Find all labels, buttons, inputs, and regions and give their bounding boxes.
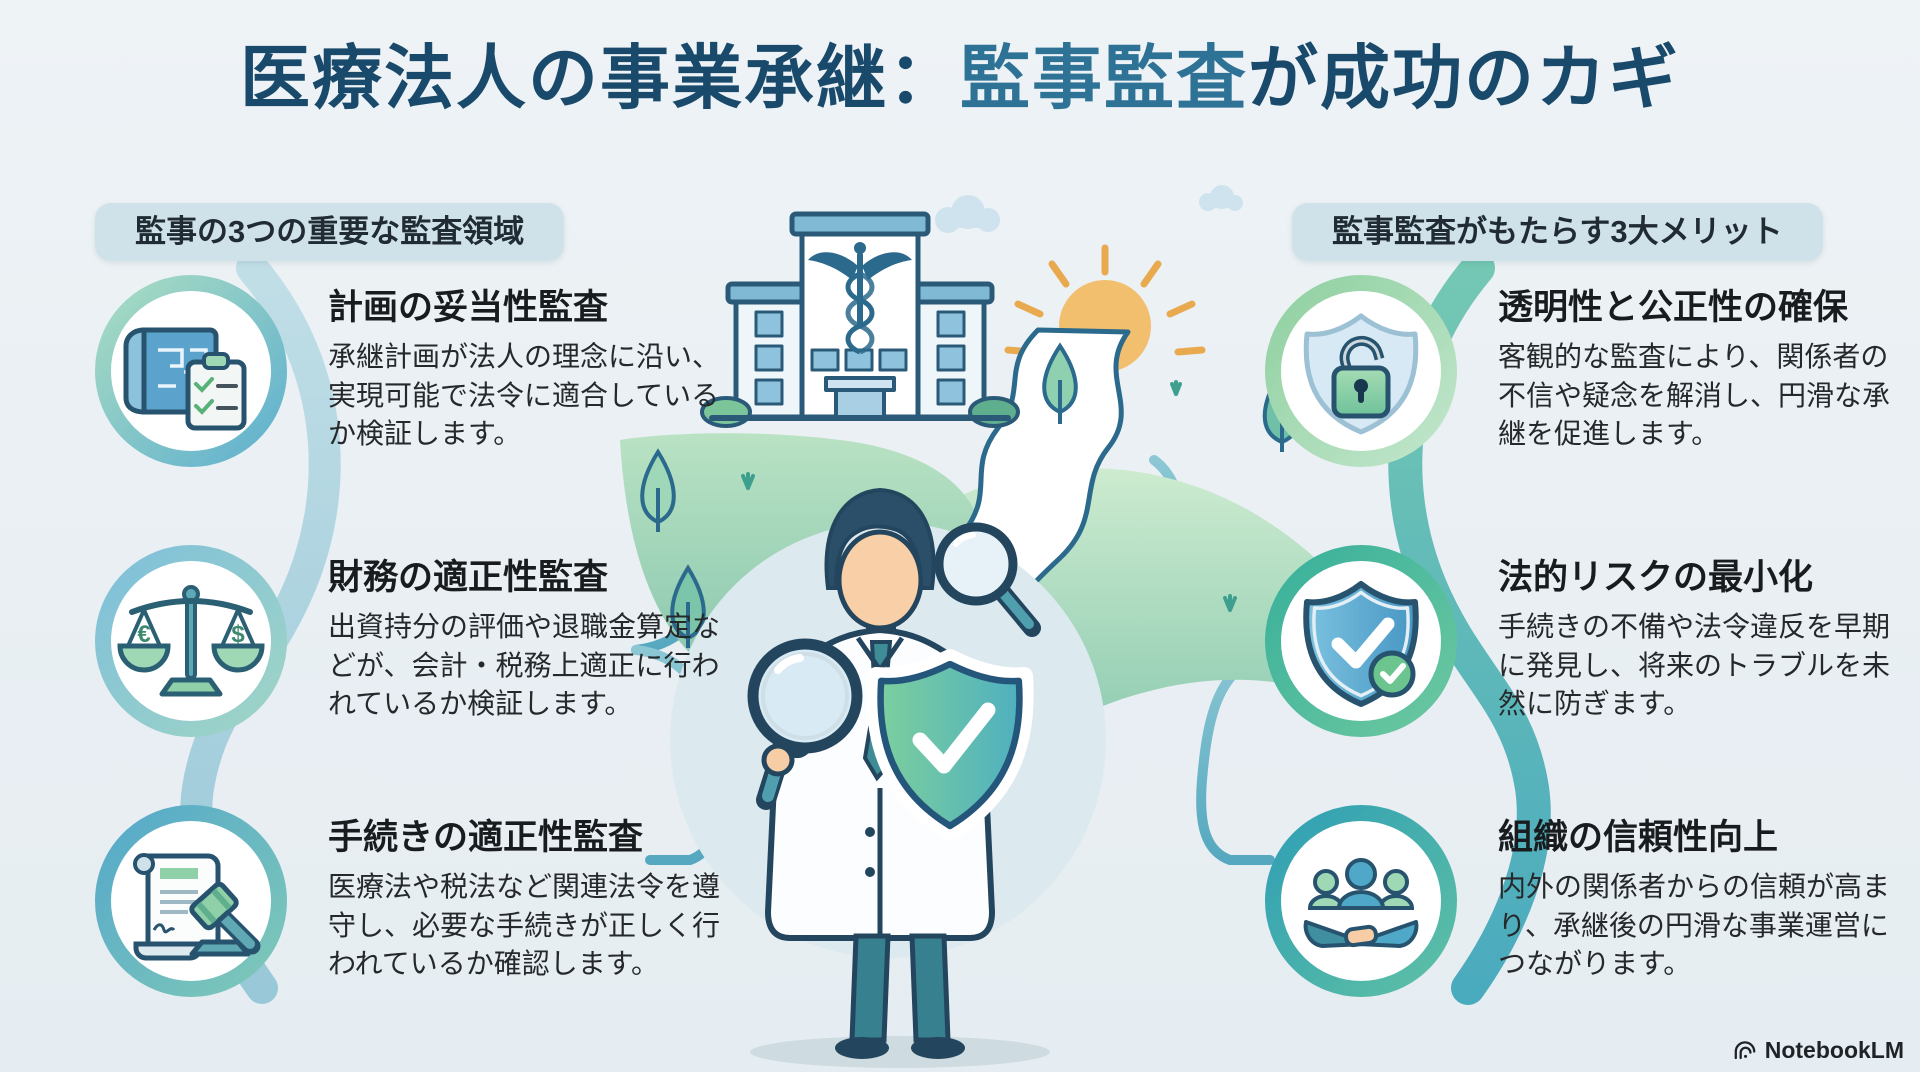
title-part-primary: 医療法人の事業承継：	[240, 39, 960, 117]
left-item-2-text: 財務の適正性監査 出資持分の評価や退職金算定などが、会計・税務上適正に行われてい…	[328, 558, 733, 724]
item-body: 内外の関係者からの信頼が高まり、承継後の円滑な事業運営につながります。	[1498, 871, 1891, 980]
magnifying-glass-icon	[747, 638, 863, 754]
hair	[824, 487, 936, 590]
notebooklm-logo-icon	[1734, 1040, 1756, 1059]
item-body: 手続きの不備や法令違反を早期に発見し、将来のトラブルを未然に防ぎます。	[1498, 611, 1891, 720]
item-body: 医療法や税法など関連法令を遵守し、必要な手続きが正しく行われているか確認します。	[328, 871, 721, 980]
right-item-3-text: 組織の信頼性向上 内外の関係者からの信頼が高まり、承継後の円滑な事業運営につなが…	[1498, 818, 1908, 984]
title-part-accent: 監事監査	[960, 39, 1248, 117]
item-body: 出資持分の評価や退職金算定などが、会計・税務上適正に行われているか検証します。	[328, 611, 721, 720]
right-item-legal-risk: 法的リスクの最小化 手続きの不備や法令違反を早期に発見し、将来のトラブルを未然に…	[1262, 542, 1908, 740]
item-title: 計画の妥当性監査	[328, 287, 609, 327]
currency-euro: €	[137, 621, 150, 648]
left-item-plan-audit: 計画の妥当性監査 承継計画が法人の理念に沿い、実現可能で法令に適合しているか検証…	[92, 272, 733, 470]
auditor-figure	[670, 487, 1106, 1068]
left-section-header: 監事の3つの重要な監査領域	[95, 203, 565, 261]
scroll-gavel-icon	[95, 805, 287, 997]
right-section-header: 監事監査がもたらす3大メリット	[1292, 203, 1823, 261]
item-body: 承継計画が法人の理念に沿い、実現可能で法令に適合しているか検証します。	[328, 341, 721, 450]
cloud-icon	[935, 185, 1243, 233]
item-title: 手続きの適正性監査	[328, 817, 644, 857]
item-title: 透明性と公正性の確保	[1498, 287, 1849, 327]
left-item-3-text: 手続きの適正性監査 医療法や税法など関連法令を遵守し、必要な手続きが正しく行われ…	[328, 818, 733, 984]
item-body: 客観的な監査により、関係者の不信や疑念を解消し、円滑な承継を促進します。	[1498, 341, 1891, 450]
title-part-suffix: が成功のカギ	[1248, 39, 1680, 117]
currency-dollar: $	[231, 621, 245, 648]
left-item-procedure-audit: 手続きの適正性監査 医療法や税法など関連法令を遵守し、必要な手続きが正しく行われ…	[92, 802, 733, 1000]
caduceus-icon	[808, 242, 912, 355]
left-item-1-text: 計画の妥当性監査 承継計画が法人の理念に沿い、実現可能で法令に適合しているか検証…	[328, 288, 733, 454]
item-title: 財務の適正性監査	[328, 557, 609, 597]
blueprint-checklist-icon	[95, 275, 287, 467]
left-item-finance-audit: € $ 財務の適正性監査 出資持分の評価や退職金算定などが、会計・税務上適正に行…	[92, 542, 733, 740]
balance-scales-icon: € $	[95, 545, 287, 737]
right-item-1-text: 透明性と公正性の確保 客観的な監査により、関係者の不信や疑念を解消し、円滑な承継…	[1498, 288, 1908, 454]
shield-check-badge-icon	[1265, 545, 1457, 737]
grass-tufts	[741, 380, 1237, 612]
brand-name: NotebookLM	[1764, 1037, 1904, 1063]
right-item-2-text: 法的リスクの最小化 手続きの不備や法令違反を早期に発見し、将来のトラブルを未然に…	[1498, 558, 1908, 724]
shield-unlock-icon	[1265, 275, 1457, 467]
page-title: 医療法人の事業承継：監事監査が成功のカギ	[0, 40, 1920, 117]
small-magnifying-glass-icon	[934, 522, 1041, 637]
item-title: 組織の信頼性向上	[1498, 817, 1779, 857]
center-illustration	[620, 185, 1345, 1068]
team-handshake-icon	[1265, 805, 1457, 997]
right-item-transparency: 透明性と公正性の確保 客観的な監査により、関係者の不信や疑念を解消し、円滑な承継…	[1262, 272, 1908, 470]
item-title: 法的リスクの最小化	[1498, 557, 1814, 597]
right-item-trust: 組織の信頼性向上 内外の関係者からの信頼が高まり、承継後の円滑な事業運営につなが…	[1262, 802, 1908, 1000]
brand-footer: NotebookLM	[1732, 1037, 1904, 1064]
shield-check-icon	[866, 649, 1034, 841]
